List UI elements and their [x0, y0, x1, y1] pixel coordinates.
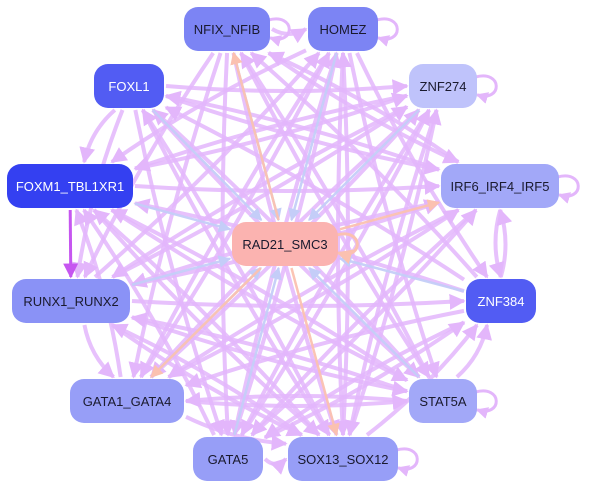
self-loop-layer — [267, 17, 580, 477]
edge-irf6-irf4-irf5-to-znf384 — [488, 209, 505, 279]
edge-stat5a-to-znf384 — [455, 323, 492, 379]
node-foxm1-tbl1xr1[interactable]: FOXM1_TBL1XR1 — [7, 164, 133, 208]
edge-runx1-runx2-to-gata1-gata4 — [82, 324, 115, 379]
node-label: ZNF384 — [477, 293, 525, 309]
node-label: IRF6_IRF4_IRF5 — [450, 178, 550, 194]
edge-rad21-smc3-to-gata1-gata4 — [150, 267, 262, 378]
edge-gata5-to-foxm1-tbl1xr1 — [82, 208, 216, 436]
edge-foxm1-tbl1xr1-to-irf6-irf4-irf5 — [134, 178, 441, 195]
edge-stat5a-to-rad21-smc3 — [308, 267, 420, 378]
edge-znf384-to-gata1-gata4 — [184, 308, 465, 389]
node-label: FOXL1 — [108, 78, 150, 94]
node-label: NFIX_NFIB — [193, 21, 261, 37]
edge-znf384-to-rad21-smc3 — [338, 255, 465, 293]
edge-foxm1-tbl1xr1-to-runx1-runx2 — [63, 209, 79, 279]
edge-stat5a-to-nfix-nfib — [239, 51, 431, 378]
node-runx1-runx2[interactable]: RUNX1_RUNX2 — [12, 279, 130, 323]
edge-znf274-to-rad21-smc3 — [308, 109, 420, 221]
edge-gata5-to-rad21-smc3 — [233, 266, 282, 436]
node-znf274[interactable]: ZNF274 — [409, 64, 477, 108]
node-rad21-smc3[interactable]: RAD21_SMC3 — [232, 222, 338, 266]
edge-sox13-sox12-to-foxl1 — [141, 108, 332, 436]
edge-foxl1-to-foxm1-tbl1xr1 — [79, 108, 117, 164]
edge-gata5-to-sox13-sox12 — [263, 457, 288, 475]
self-loop-nfix-nfib — [267, 17, 291, 47]
edge-znf274-to-foxm1-tbl1xr1 — [133, 93, 408, 172]
node-znf384[interactable]: ZNF384 — [466, 279, 536, 323]
node-label: RUNX1_RUNX2 — [23, 293, 119, 309]
node-sox13-sox12[interactable]: SOX13_SOX12 — [288, 437, 398, 481]
edge-rad21-smc3-to-irf6-irf4-irf5 — [339, 199, 441, 231]
edge-irf6-irf4-irf5-to-gata1-gata4 — [167, 208, 460, 379]
self-loop-stat5a — [474, 389, 498, 419]
edge-gata1-gata4-to-irf6-irf4-irf5 — [167, 208, 460, 379]
edge-runx1-runx2-to-znf274 — [111, 105, 409, 279]
edge-foxm1-tbl1xr1-to-rad21-smc3 — [134, 202, 232, 233]
edge-homez-to-sox13-sox12 — [334, 52, 351, 437]
edge-znf384-to-foxl1 — [164, 105, 466, 282]
node-label: SOX13_SOX12 — [297, 451, 389, 467]
edge-rad21-smc3-to-nfix-nfib — [230, 51, 280, 221]
node-label: GATA5 — [207, 451, 249, 467]
edge-sox13-sox12-to-homez — [335, 51, 352, 436]
node-irf6-irf4-irf5[interactable]: IRF6_IRF4_IRF5 — [441, 164, 559, 208]
node-label: RAD21_SMC3 — [242, 236, 328, 252]
edge-nfix-nfib-to-stat5a — [239, 52, 431, 379]
edge-znf384-to-irf6-irf4-irf5 — [496, 208, 513, 278]
node-foxl1[interactable]: FOXL1 — [94, 64, 164, 108]
edge-gata5-to-znf274 — [240, 108, 431, 437]
edge-runx1-runx2-to-rad21-smc3 — [131, 255, 232, 286]
edge-rad21-smc3-to-sox13-sox12 — [290, 267, 340, 437]
self-loop-irf6-irf4-irf5 — [556, 174, 580, 204]
node-label: STAT5A — [419, 393, 467, 409]
self-loop-znf274 — [474, 74, 498, 104]
node-homez[interactable]: HOMEZ — [308, 7, 378, 51]
edge-gata1-gata4-to-homez — [139, 51, 331, 379]
node-label: ZNF274 — [419, 78, 467, 94]
node-gata1-gata4[interactable]: GATA1_GATA4 — [70, 379, 184, 423]
node-gata5[interactable]: GATA5 — [193, 437, 263, 481]
edge-znf274-to-gata5 — [240, 108, 431, 437]
node-stat5a[interactable]: STAT5A — [409, 379, 477, 423]
edge-stat5a-to-foxm1-tbl1xr1 — [110, 208, 409, 382]
edge-sox13-sox12-to-runx1-runx2 — [110, 323, 303, 437]
edge-foxl1-to-rad21-smc3 — [151, 109, 263, 221]
node-label: GATA1_GATA4 — [82, 393, 172, 409]
edge-irf6-irf4-irf5-to-nfix-nfib — [267, 51, 460, 164]
self-loop-sox13-sox12 — [395, 447, 419, 477]
edge-gata1-gata4-to-stat5a — [185, 394, 409, 411]
edge-homez-to-rad21-smc3 — [288, 52, 338, 222]
self-loop-rad21-smc3 — [335, 232, 359, 264]
node-label: HOMEZ — [319, 21, 367, 37]
self-loop-homez — [375, 17, 399, 47]
node-nfix-nfib[interactable]: NFIX_NFIB — [184, 7, 270, 51]
node-label: FOXM1_TBL1XR1 — [15, 178, 125, 194]
